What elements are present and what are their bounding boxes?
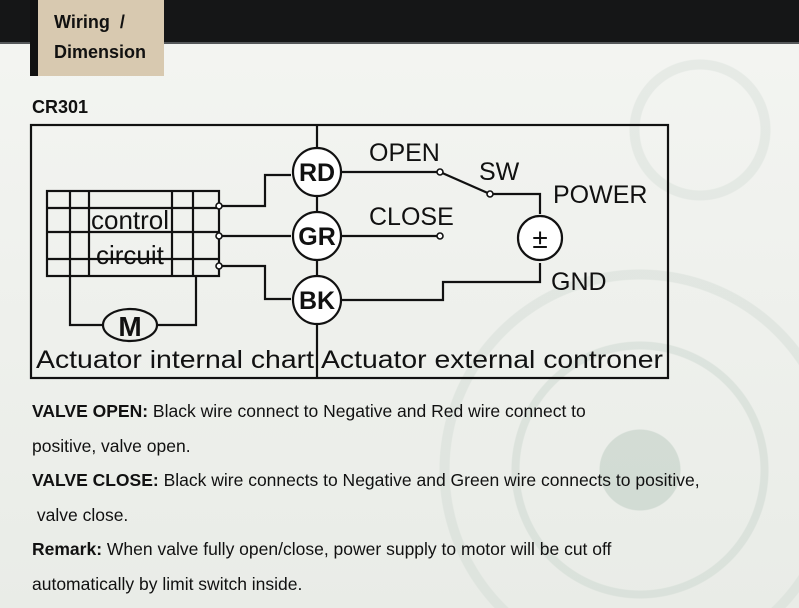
switch-label: SW	[479, 158, 520, 186]
internal-chart-caption: Actuator internal chart	[36, 346, 314, 374]
diagram-frame	[29, 123, 670, 380]
terminal-rd-label: RD	[299, 159, 335, 187]
valve-open-text-2: positive, valve open.	[32, 435, 191, 456]
power-symbol-label: ±	[532, 223, 547, 254]
terminal-gr-label: GR	[298, 223, 336, 251]
section-tab-line-2: Dimension	[54, 42, 147, 62]
power-label: POWER	[553, 181, 647, 209]
motor-symbol	[101, 307, 159, 343]
pin-3	[215, 262, 223, 270]
remark-line-1: Remark: When valve fully open/close, pow…	[32, 532, 797, 567]
wiring-description: VALVE OPEN: Black wire connect to Negati…	[32, 394, 797, 601]
valve-close-title: VALVE CLOSE:	[32, 470, 159, 490]
valve-close-text-1: Black wire connects to Negative and Gree…	[158, 470, 700, 490]
section-tab-line-1: Wiring /	[54, 12, 125, 32]
model-label: CR301	[32, 97, 89, 117]
open-label: OPEN	[369, 139, 440, 167]
remark-title: Remark:	[32, 539, 103, 559]
pin-2	[215, 232, 223, 240]
remark-text-2: automatically by limit switch inside.	[32, 573, 303, 594]
valve-close-line-1: VALVE CLOSE: Black wire connects to Nega…	[32, 463, 797, 498]
power-source	[516, 214, 564, 262]
top-bar-divider	[0, 42, 799, 44]
motor-label: M	[118, 311, 141, 342]
valve-open-line-1: VALVE OPEN: Black wire connect to Negati…	[32, 394, 797, 429]
valve-close-text-2: valve close.	[32, 504, 129, 525]
contact-open	[436, 168, 444, 176]
remark-text-1: When valve fully open/close, power suppl…	[102, 539, 612, 559]
switch-blade	[439, 170, 491, 196]
valve-open-text-1: Black wire connect to Negative and Red w…	[148, 401, 586, 421]
tab-accent	[30, 0, 38, 76]
block-label-circuit: circuit	[96, 240, 165, 270]
section-tab[interactable]: Wiring / Dimension	[38, 0, 164, 76]
external-controller-caption: Actuator external controner	[321, 346, 663, 374]
gnd-label: GND	[551, 268, 607, 296]
switch-pivot	[486, 190, 494, 198]
pin-1	[215, 202, 223, 210]
close-label: CLOSE	[369, 203, 454, 231]
contact-close	[436, 232, 444, 240]
valve-open-title: VALVE OPEN:	[32, 401, 149, 421]
terminal-bk-label: BK	[299, 287, 335, 315]
block-label-control: control	[91, 205, 169, 235]
